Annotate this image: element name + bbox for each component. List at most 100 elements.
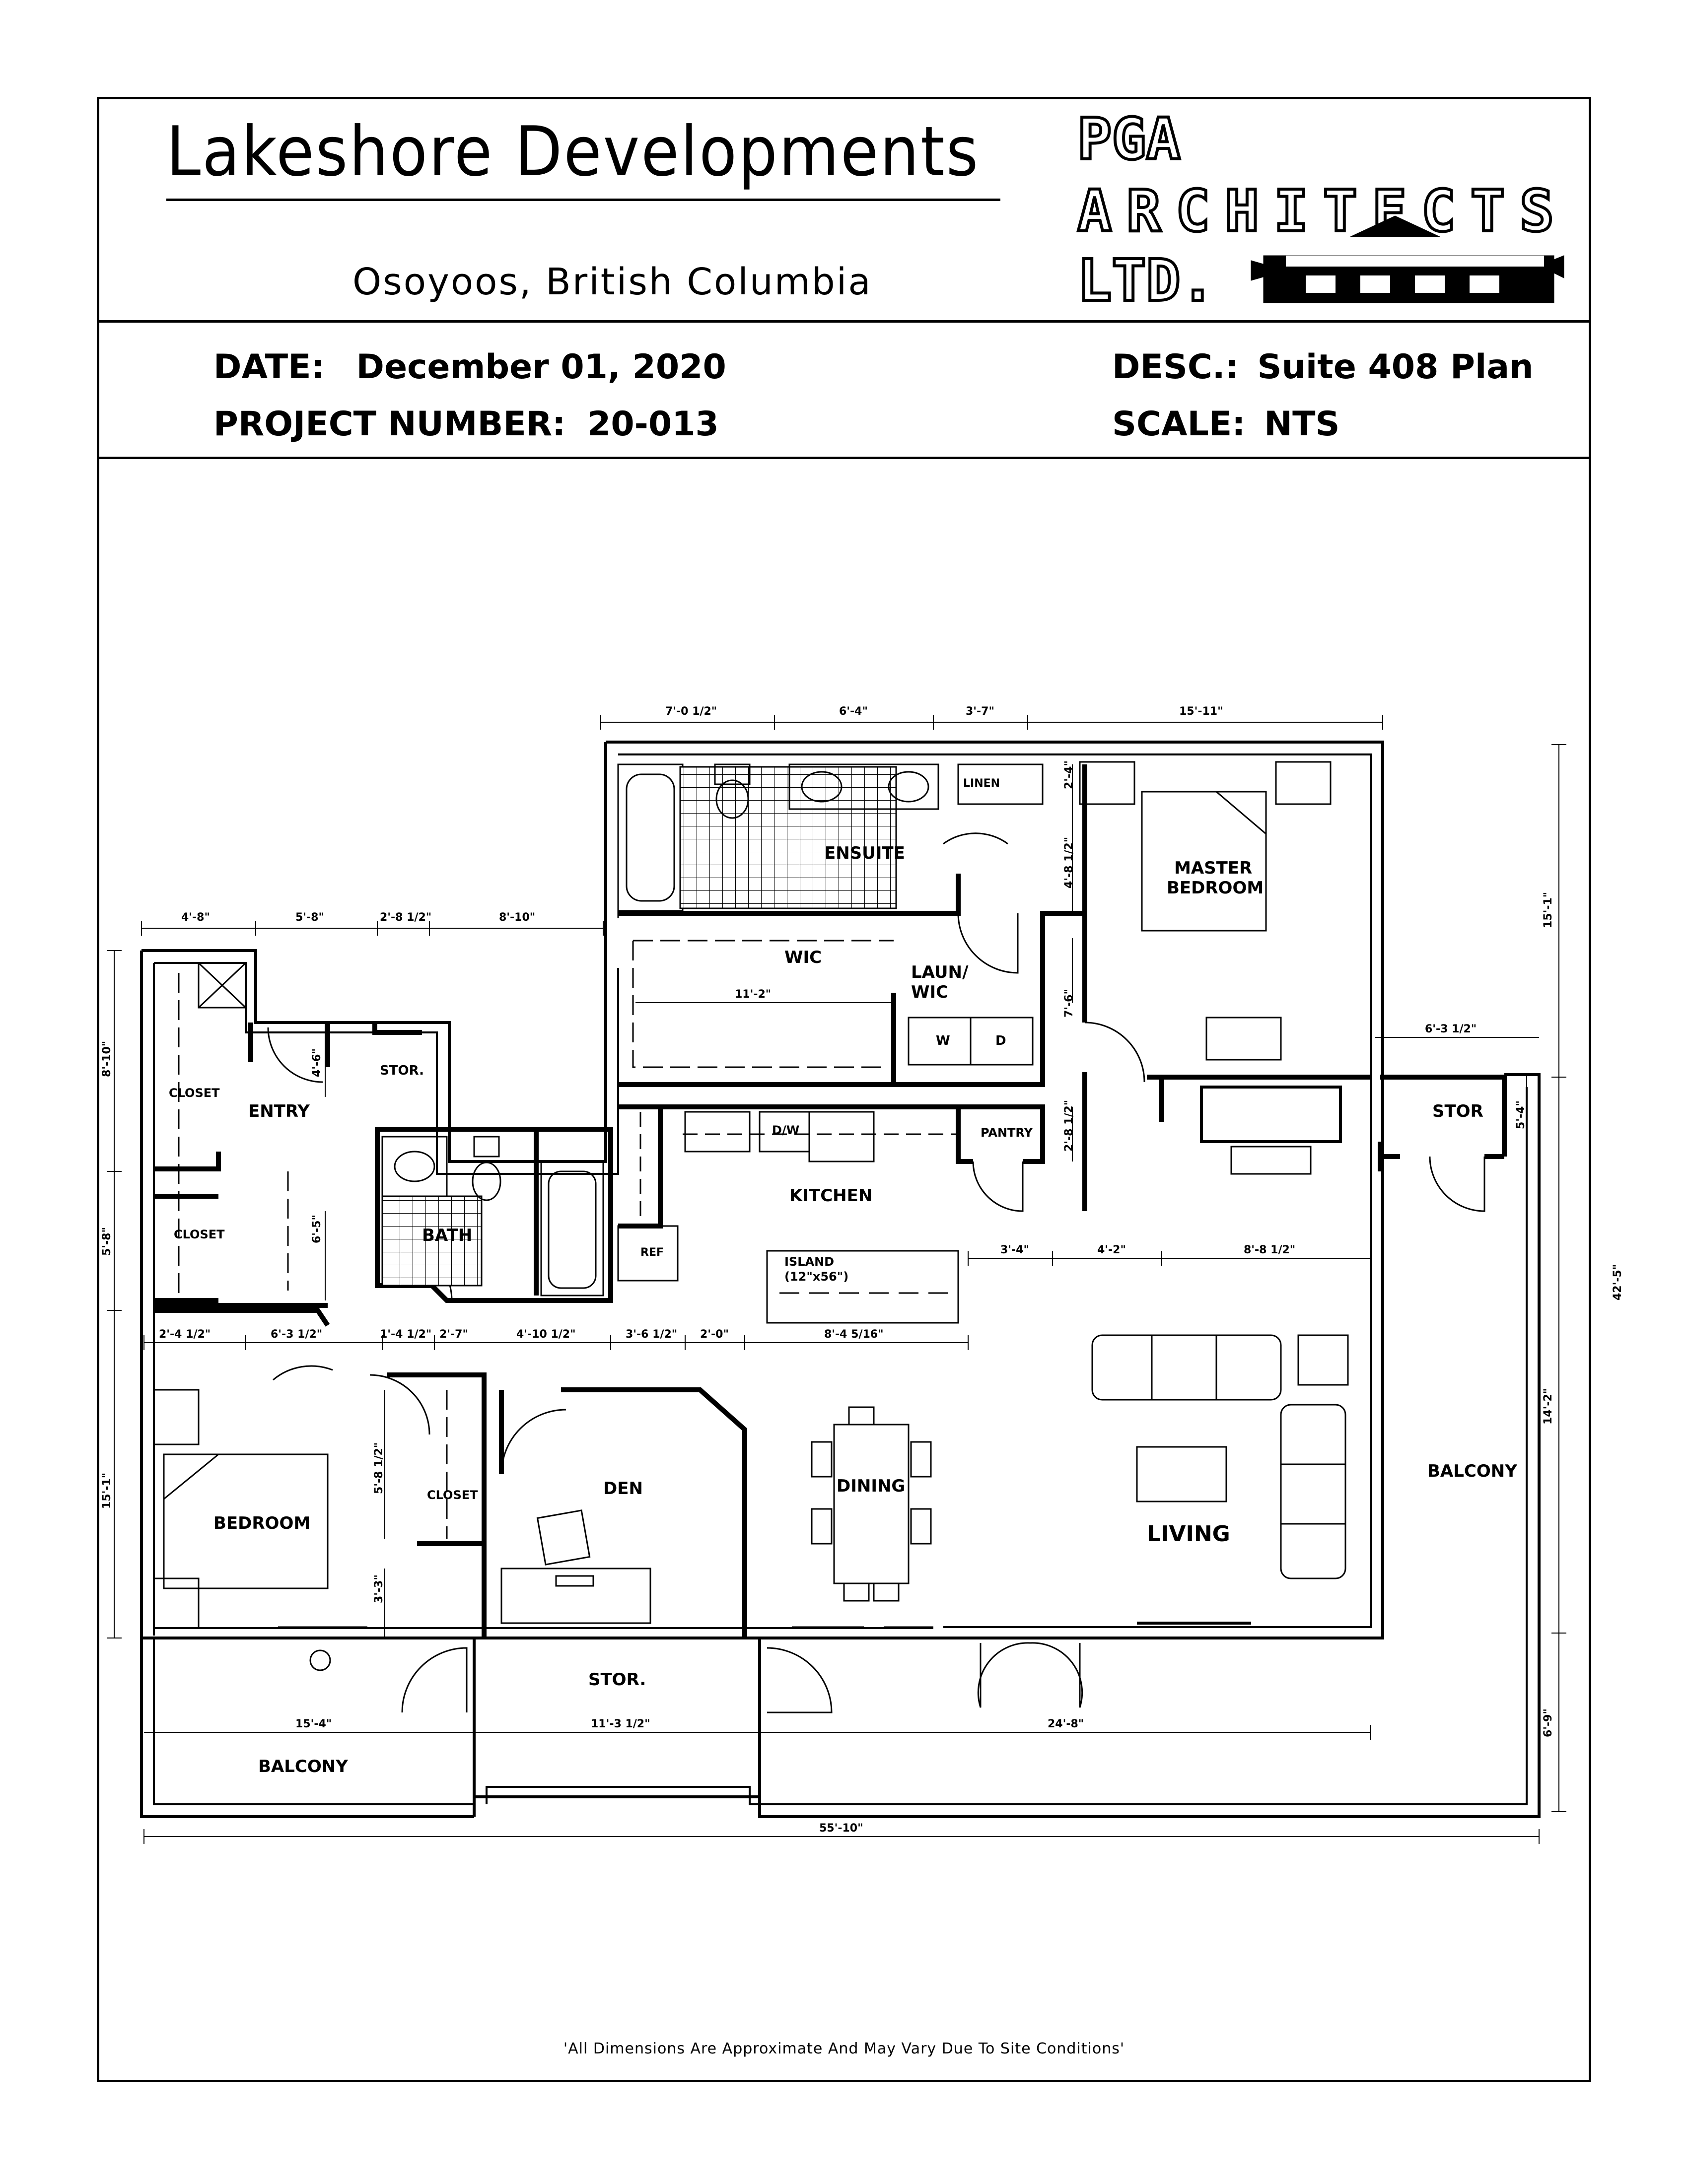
dim-laun: 7'-6" bbox=[1063, 989, 1075, 1018]
desc-label: DESC.: bbox=[1112, 347, 1239, 387]
dim-top-2: 6'-4" bbox=[839, 705, 868, 718]
dim-wic: 11'-2" bbox=[735, 988, 771, 1001]
dim-linen: 2'-4" bbox=[1063, 760, 1075, 789]
project-label: PROJECT NUMBER: bbox=[213, 405, 566, 444]
dim-bal-3: 24'-8" bbox=[1048, 1718, 1084, 1730]
info-block-divider bbox=[99, 457, 1589, 459]
dining-table bbox=[811, 1406, 932, 1602]
dim-left-top-2: 5'-8" bbox=[295, 911, 324, 924]
label-kitchen: KITCHEN bbox=[789, 1186, 872, 1206]
label-laun-2: WIC bbox=[911, 982, 948, 1002]
scale-row: SCALE: NTS bbox=[1112, 405, 1339, 444]
scale-value: NTS bbox=[1264, 405, 1340, 444]
label-den: DEN bbox=[603, 1479, 643, 1499]
dim-right-bot: 6'-9" bbox=[1542, 1708, 1554, 1737]
label-closet-2: CLOSET bbox=[174, 1228, 225, 1241]
label-washer: W bbox=[936, 1033, 950, 1048]
dim-bal-2: 11'-3 1/2" bbox=[591, 1718, 650, 1730]
label-closet-3: CLOSET bbox=[427, 1488, 478, 1502]
dim-left-top-1: 4'-8" bbox=[181, 911, 210, 924]
dim-master: 4'-8 1/2" bbox=[1063, 837, 1075, 888]
label-pantry: PANTRY bbox=[981, 1126, 1033, 1140]
label-ensuite: ENSUITE bbox=[824, 843, 905, 863]
label-bath: BATH bbox=[422, 1226, 472, 1245]
desc-value: Suite 408 Plan bbox=[1257, 347, 1534, 387]
label-balcony-2: BALCONY bbox=[258, 1757, 348, 1776]
dim-closet: 5'-8 1/2" bbox=[373, 1442, 385, 1494]
label-living: LIVING bbox=[1147, 1521, 1230, 1547]
desc-row: DESC.: Suite 408 Plan bbox=[1112, 347, 1534, 387]
label-wic: WIC bbox=[784, 948, 822, 967]
dim-top-1: 7'-0 1/2" bbox=[665, 705, 717, 718]
dim-overall: 55'-10" bbox=[819, 1822, 863, 1835]
dim-right-mid: 14'-2" bbox=[1542, 1388, 1554, 1425]
dim-mid-5: 4'-10 1/2" bbox=[516, 1328, 576, 1341]
label-master-1: MASTER bbox=[1174, 858, 1252, 878]
label-dining: DINING bbox=[837, 1476, 905, 1496]
dim-top-3: 3'-7" bbox=[966, 705, 994, 718]
dim-stor-w: 6'-3 1/2" bbox=[1425, 1023, 1477, 1035]
project-row: PROJECT NUMBER: 20-013 bbox=[213, 405, 719, 444]
dim-top-4: 15'-11" bbox=[1179, 705, 1223, 718]
dim-pantry: 2'-8 1/2" bbox=[1063, 1100, 1075, 1152]
architect-logo: PGA ARCHITECTS LTD. bbox=[1076, 107, 1564, 315]
kitchen-counters bbox=[617, 1111, 959, 1324]
project-value: 20-013 bbox=[587, 405, 719, 444]
dimension-lines bbox=[107, 715, 1566, 1844]
dim-stor-h: 5'-4" bbox=[1515, 1100, 1527, 1129]
dim-right-total: 42'-5" bbox=[1612, 1264, 1624, 1300]
label-master-2: BEDROOM bbox=[1167, 878, 1264, 898]
dim-stor: 4'-6" bbox=[311, 1048, 323, 1077]
dim-entry-h2: 5'-8" bbox=[101, 1227, 113, 1256]
closet-shelves bbox=[178, 940, 894, 1539]
dim-left-top-3: 2'-8 1/2" bbox=[380, 911, 431, 924]
dim-mid-7: 2'-0" bbox=[700, 1328, 729, 1341]
date-row: DATE: December 01, 2020 bbox=[213, 347, 726, 387]
windows bbox=[141, 774, 1384, 1639]
company-title: Lakeshore Developments bbox=[166, 112, 980, 192]
dim-mid-1: 2'-4 1/2" bbox=[159, 1328, 211, 1341]
bedroom-furniture bbox=[153, 1389, 331, 1671]
dim-kitchen-3: 8'-8 1/2" bbox=[1244, 1244, 1295, 1256]
den-furniture bbox=[500, 1509, 651, 1624]
label-dryer: D bbox=[995, 1033, 1006, 1048]
date-value: December 01, 2020 bbox=[356, 347, 726, 387]
balconies bbox=[140, 1073, 1541, 1818]
date-label: DATE: bbox=[213, 347, 325, 387]
label-island-1: ISLAND bbox=[784, 1255, 834, 1269]
dim-entry-h1: 8'-10" bbox=[101, 1041, 113, 1077]
title-underline bbox=[166, 199, 1000, 201]
master-bed bbox=[1079, 761, 1342, 1175]
label-bedroom: BEDROOM bbox=[213, 1513, 310, 1533]
fixtures bbox=[198, 763, 1044, 1297]
title-block-divider bbox=[99, 320, 1589, 323]
dim-kitchen-1: 3'-4" bbox=[1000, 1244, 1029, 1256]
logo-line-1: PGA bbox=[1077, 107, 1181, 173]
label-stor-1: STOR. bbox=[380, 1063, 424, 1078]
dim-bed: 15'-1" bbox=[101, 1473, 113, 1509]
label-entry: ENTRY bbox=[248, 1101, 310, 1121]
drawing-sheet bbox=[97, 97, 1591, 2082]
label-closet-1: CLOSET bbox=[169, 1086, 220, 1100]
dim-bal-1: 15'-4" bbox=[295, 1718, 332, 1730]
label-laun-1: LAUN/ bbox=[911, 962, 969, 982]
label-balcony-1: BALCONY bbox=[1427, 1461, 1517, 1481]
scale-label: SCALE: bbox=[1112, 405, 1246, 444]
dim-mid-4: 2'-7" bbox=[439, 1328, 468, 1341]
label-ref: REF bbox=[640, 1246, 664, 1259]
dim-mid-6: 3'-6 1/2" bbox=[626, 1328, 677, 1341]
dim-right-top: 15'-1" bbox=[1542, 892, 1554, 928]
dim-kitchen-2: 4'-2" bbox=[1097, 1244, 1126, 1256]
dim-mid-3: 1'-4 1/2" bbox=[380, 1328, 431, 1341]
dim-mid-2: 6'-3 1/2" bbox=[271, 1328, 322, 1341]
dim-closet-2: 3'-3" bbox=[373, 1574, 385, 1603]
label-stor-3: STOR. bbox=[588, 1670, 646, 1690]
living-furniture bbox=[1091, 1334, 1349, 1625]
location-subtitle: Osoyoos, British Columbia bbox=[352, 261, 872, 303]
house-icon bbox=[1251, 215, 1564, 303]
logo-line-3: LTD. bbox=[1077, 248, 1215, 314]
label-dw: D/W bbox=[772, 1123, 799, 1137]
footer-note: 'All Dimensions Are Approximate And May … bbox=[563, 2040, 1125, 2057]
label-linen: LINEN bbox=[963, 777, 1000, 790]
